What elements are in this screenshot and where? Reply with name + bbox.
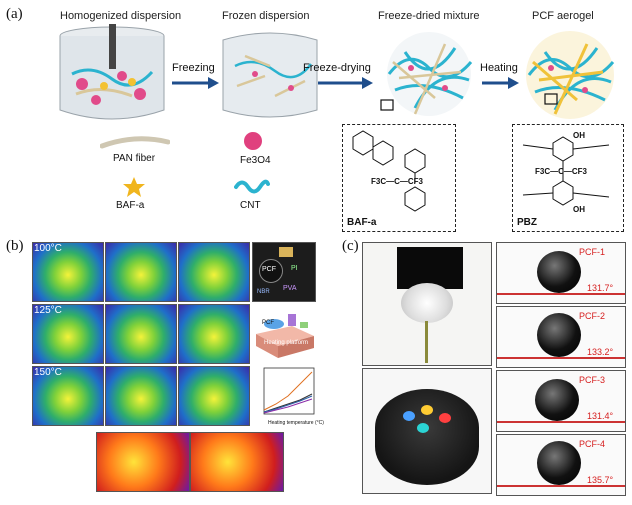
platform-pcf-label: PCF — [262, 320, 274, 326]
heating-label: Heating — [480, 62, 518, 74]
beaker-illustration — [59, 24, 165, 120]
thermal-125-1 — [32, 304, 104, 364]
hand-thermal-left — [96, 432, 190, 492]
baf-a-structure-box: F3C—C—CF3 BAF-a — [342, 124, 456, 232]
freeze-dried-illustration — [380, 32, 473, 116]
contact-angle-pcf-3: PCF-3 131.4° — [496, 370, 626, 432]
cnt-label: CNT — [240, 200, 261, 211]
thermal-150-1 — [32, 366, 104, 426]
fe3o4-label: Fe3O4 — [240, 155, 271, 166]
temp-100-label: 100°C — [34, 243, 62, 254]
panel-a-label: (a) — [6, 6, 23, 22]
temp-125-label: 125°C — [34, 305, 62, 316]
panel-c-label: (c) — [342, 238, 359, 254]
stage-freeze-dried: Freeze-dried mixture — [378, 10, 480, 22]
pcf-aerogel-illustration — [526, 31, 615, 119]
baf-a-structure-name: BAF-a — [347, 217, 377, 228]
pan-fiber-label: PAN fiber — [113, 153, 156, 164]
thermal-125-3 — [178, 304, 250, 364]
pcf-2-label: PCF-2 — [579, 311, 606, 321]
baf-a-icon — [123, 177, 145, 197]
freezing-label: Freezing — [172, 62, 215, 74]
pbz-structure-name: PBZ — [517, 217, 537, 228]
pbz-oh-bottom: OH — [573, 205, 585, 214]
contact-angle-pcf-2: PCF-2 133.2° — [496, 306, 626, 368]
pcf-4-angle: 135.7° — [587, 475, 614, 485]
pbz-cf3-text: F3C—C—CF3 — [535, 167, 588, 176]
heating-arrow — [482, 77, 519, 89]
freeze-drying-label: Freeze-drying — [303, 62, 371, 74]
pcf-4-label: PCF-4 — [579, 439, 606, 449]
stage-pcf-aerogel: PCF aerogel — [532, 10, 594, 22]
pbz-oh-top: OH — [573, 131, 585, 140]
photo-pi-label: PI — [291, 265, 298, 272]
droplet-disk-photo — [362, 368, 492, 494]
thermal-100-3 — [178, 242, 250, 302]
pcf-1-angle: 131.7° — [587, 283, 614, 293]
thermal-100-1 — [32, 242, 104, 302]
stage-frozen: Frozen dispersion — [222, 10, 310, 22]
thermal-125-2 — [105, 304, 177, 364]
freezing-arrow — [172, 77, 219, 89]
photo-pcf-label: PCF — [262, 266, 276, 273]
panel-b-label: (b) — [6, 238, 24, 254]
pcf-1-label: PCF-1 — [579, 247, 606, 257]
thermal-150-3 — [178, 366, 250, 426]
frozen-block-illustration — [222, 32, 318, 118]
temperature-graph — [263, 367, 315, 415]
contact-angle-pcf-1: PCF-1 131.7° — [496, 242, 626, 304]
photo-nbr-label: NBR — [257, 289, 270, 295]
heating-platform-schematic — [256, 314, 314, 358]
sample-photo: PCF PI PVA NBR — [252, 242, 316, 302]
photo-pva-label: PVA — [283, 285, 297, 292]
temp-150-label: 150°C — [34, 367, 62, 378]
thermal-150-2 — [105, 366, 177, 426]
graph-xlabel: Heating temperature (°C) — [268, 420, 324, 426]
stage-homogenized: Homogenized dispersion — [60, 10, 182, 22]
baf-a-cf3-text: F3C—C—CF3 — [371, 177, 424, 186]
pcf-3-label: PCF-3 — [579, 375, 606, 385]
contact-angle-pcf-4: PCF-4 135.7° — [496, 434, 626, 496]
platform-label: Heating platform — [264, 340, 309, 346]
hand-thermal-right — [190, 432, 284, 492]
cnt-icon — [234, 179, 270, 194]
thermal-100-2 — [105, 242, 177, 302]
pan-fiber-icon — [100, 136, 170, 149]
fe3o4-icon — [244, 132, 262, 150]
pcf-3-angle: 131.4° — [587, 411, 614, 421]
freeze-drying-arrow — [318, 77, 373, 89]
pbz-structure — [522, 136, 610, 206]
pcf-2-angle: 133.2° — [587, 347, 614, 357]
baf-a-label: BAF-a — [116, 200, 145, 211]
dandelion-photo — [362, 242, 492, 366]
pbz-structure-box: OH F3C—C—CF3 OH PBZ — [512, 124, 624, 232]
baf-a-structure — [352, 130, 426, 212]
